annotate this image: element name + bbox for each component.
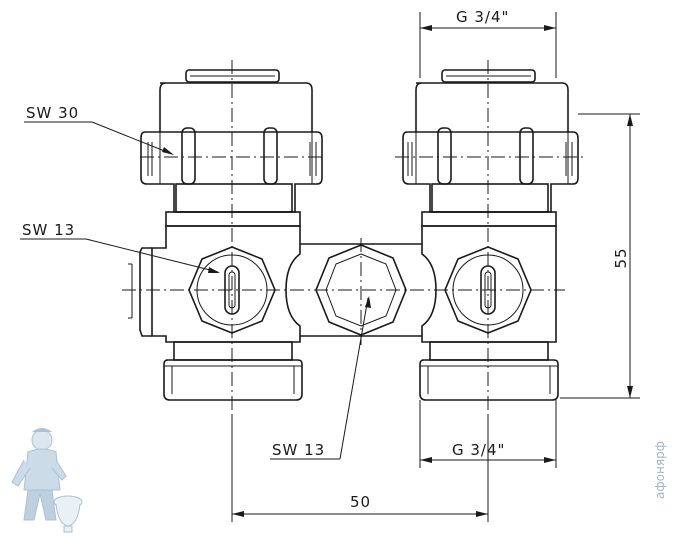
center-lines xyxy=(122,60,585,415)
left-valve-cap xyxy=(140,69,323,227)
sw30-label: SW 30 xyxy=(26,104,79,122)
right-valve-cap xyxy=(402,69,579,227)
dimension-spacing: 50 xyxy=(231,415,489,522)
center-hex-nut xyxy=(315,244,407,336)
left-bottom-connector xyxy=(163,341,303,401)
callout-sw13-left: SW 13 xyxy=(20,221,220,273)
right-bottom-connector xyxy=(419,341,559,401)
right-hex-nut xyxy=(444,246,532,334)
thread-bottom-label: G 3/4" xyxy=(452,441,505,459)
spacing-label: 50 xyxy=(350,493,371,511)
watermark-text: афонярф xyxy=(653,441,667,499)
dimension-height: 55 xyxy=(560,113,640,399)
thread-top-label: G 3/4" xyxy=(456,8,509,26)
dimension-thread-top: G 3/4" xyxy=(419,8,557,78)
sw13-center-label: SW 13 xyxy=(272,441,325,459)
left-hex-nut xyxy=(188,246,276,334)
callout-sw13-center: SW 13 xyxy=(270,296,371,460)
plumber-mascot-icon xyxy=(11,428,83,533)
sw13-left-label: SW 13 xyxy=(22,221,75,239)
callout-sw30: SW 30 xyxy=(24,104,174,155)
height-label: 55 xyxy=(612,247,630,268)
